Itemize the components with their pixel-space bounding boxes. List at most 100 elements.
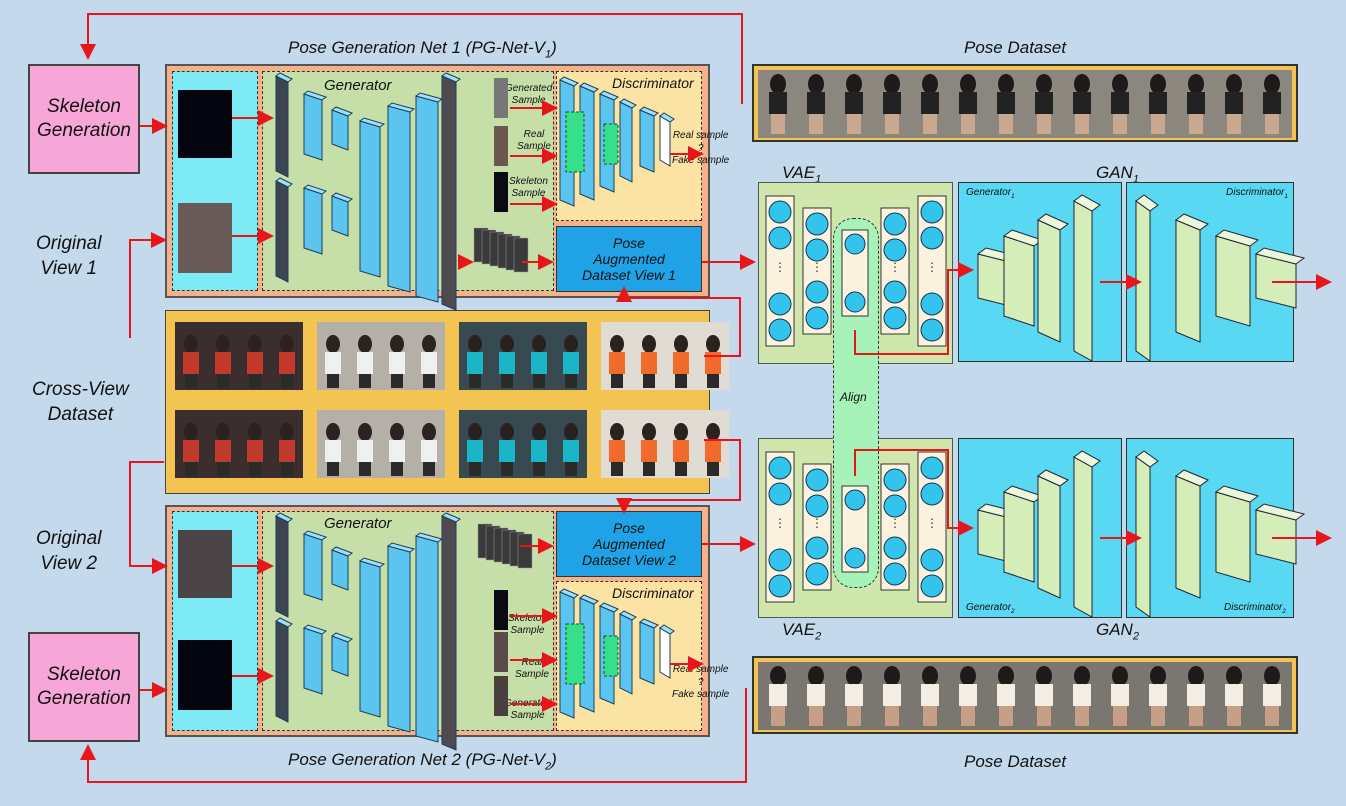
vae1-c1-node-0 (769, 201, 791, 223)
cv-body-0-0-1 (215, 352, 231, 374)
cv-head-1-1-2 (390, 423, 404, 441)
pose-bottom-body-8 (1073, 684, 1091, 706)
pose-top-legs-7 (1037, 114, 1051, 134)
pose-top-body-0 (769, 92, 787, 114)
gen-top-enc-b2 (304, 188, 322, 254)
vae2-c5-node-3 (921, 575, 943, 597)
vae1-c4-node-1 (884, 239, 906, 261)
vae1-c2-dots: ⋮ (811, 260, 823, 274)
pose-bottom-head-13 (1264, 666, 1280, 686)
pose-bottom-legs-4 (923, 706, 937, 726)
pose-bottom-legs-2 (847, 706, 861, 726)
disc2-slab-2 (1216, 492, 1250, 582)
top-sample-thumb-2 (494, 172, 508, 212)
gen-top-enc-b1 (276, 181, 288, 282)
pose-top-head-13 (1264, 74, 1280, 94)
pose-bottom-legs-8 (1075, 706, 1089, 726)
cv-head-2-1-1 (500, 423, 514, 441)
cv-body-3-0-0 (609, 352, 625, 374)
pose-bottom-body-6 (997, 684, 1015, 706)
pose-top-legs-0 (771, 114, 785, 134)
pose-bottom-legs-7 (1037, 706, 1051, 726)
vae1-c4-node-2 (884, 281, 906, 303)
aug-stack-top-5 (514, 238, 528, 272)
cv-legs-1-0-3 (423, 374, 435, 388)
pose-top-head-12 (1226, 74, 1242, 94)
cv-body-1-0-2 (389, 352, 405, 374)
cv-legs-1-0-2 (391, 374, 403, 388)
cv-head-0-1-0 (184, 423, 198, 441)
pose-bottom-legs-3 (885, 706, 899, 726)
disc-top-d6 (660, 116, 670, 166)
arrow-cross-to-view2 (130, 462, 166, 566)
vae1-c4-node-3 (884, 307, 906, 329)
cv-body-1-0-0 (325, 352, 341, 374)
top-sample-thumb-1 (494, 126, 508, 166)
vae2-c2-node-3 (806, 563, 828, 585)
cv-body-2-0-2 (531, 352, 547, 374)
gen2-slab-3 (1074, 457, 1092, 617)
gen-bottom-dec-2 (388, 546, 410, 732)
vae1-c4-node-0 (884, 213, 906, 235)
pose-top-body-5 (959, 92, 977, 114)
gen2-slab-1 (1004, 492, 1034, 582)
gen-bottom-enc-b3 (332, 636, 348, 676)
cv-body-2-1-1 (499, 440, 515, 462)
cv-head-3-1-0 (610, 423, 624, 441)
pose-top-body-4 (921, 92, 939, 114)
disc2-slab-1 (1176, 476, 1200, 598)
pose-bottom-head-2 (846, 666, 862, 686)
gen-top-dec-2 (388, 106, 410, 292)
vae2-c2-node-0 (806, 469, 828, 491)
pose-top-body-12 (1225, 92, 1243, 114)
gen2-slab-2 (1038, 476, 1060, 598)
cv-head-2-1-3 (564, 423, 578, 441)
pose-top-head-4 (922, 74, 938, 94)
cv-legs-0-0-0 (185, 374, 197, 388)
cv-body-1-0-3 (421, 352, 437, 374)
disc-bottom-d5 (640, 622, 654, 684)
pose-top-legs-8 (1075, 114, 1089, 134)
disc-bottom-d4 (620, 614, 632, 694)
gen1-slab-1 (1004, 236, 1034, 326)
cv-legs-2-1-2 (533, 462, 545, 476)
vae2-c2-dots: ⋮ (811, 516, 823, 530)
cv-legs-3-1-1 (643, 462, 655, 476)
aug-stack-bottom-5 (518, 534, 532, 568)
arrow-cross-to-view1 (130, 240, 165, 338)
pose-top-body-8 (1073, 92, 1091, 114)
pose-top-head-6 (998, 74, 1014, 94)
cv-head-3-0-3 (706, 335, 720, 353)
cv-legs-1-0-0 (327, 374, 339, 388)
pose-bottom-head-4 (922, 666, 938, 686)
gen-top-enc-a2 (304, 94, 322, 160)
cv-legs-2-1-1 (501, 462, 513, 476)
cv-head-3-1-3 (706, 423, 720, 441)
pose-top-bg (758, 70, 1292, 138)
pose-top-body-10 (1149, 92, 1167, 114)
pose-top-head-10 (1150, 74, 1166, 94)
vae2-c1-node-1 (769, 483, 791, 505)
gen-bottom-dec-3 (416, 536, 438, 742)
cv-body-3-0-1 (641, 352, 657, 374)
pose-top-head-11 (1188, 74, 1204, 94)
disc-top-d5 (640, 110, 654, 172)
vae1-c4-dots: ⋮ (889, 260, 901, 274)
gen-bottom-dec-1 (360, 561, 380, 717)
vae2-c1-node-3 (769, 575, 791, 597)
cv-body-1-0-1 (357, 352, 373, 374)
cv-body-2-1-0 (467, 440, 483, 462)
pose-top-legs-10 (1151, 114, 1165, 134)
vae2-c1-node-0 (769, 457, 791, 479)
cv-head-3-0-1 (642, 335, 656, 353)
cv-legs-1-1-3 (423, 462, 435, 476)
gen1-slab-3 (1074, 201, 1092, 361)
cv-body-2-0-0 (467, 352, 483, 374)
cv-legs-3-0-2 (675, 374, 687, 388)
arrow-vae1-to-gan1 (855, 270, 972, 354)
cv-legs-3-0-0 (611, 374, 623, 388)
vae1-c5-dots: ⋮ (926, 260, 938, 274)
pose-top-body-2 (845, 92, 863, 114)
